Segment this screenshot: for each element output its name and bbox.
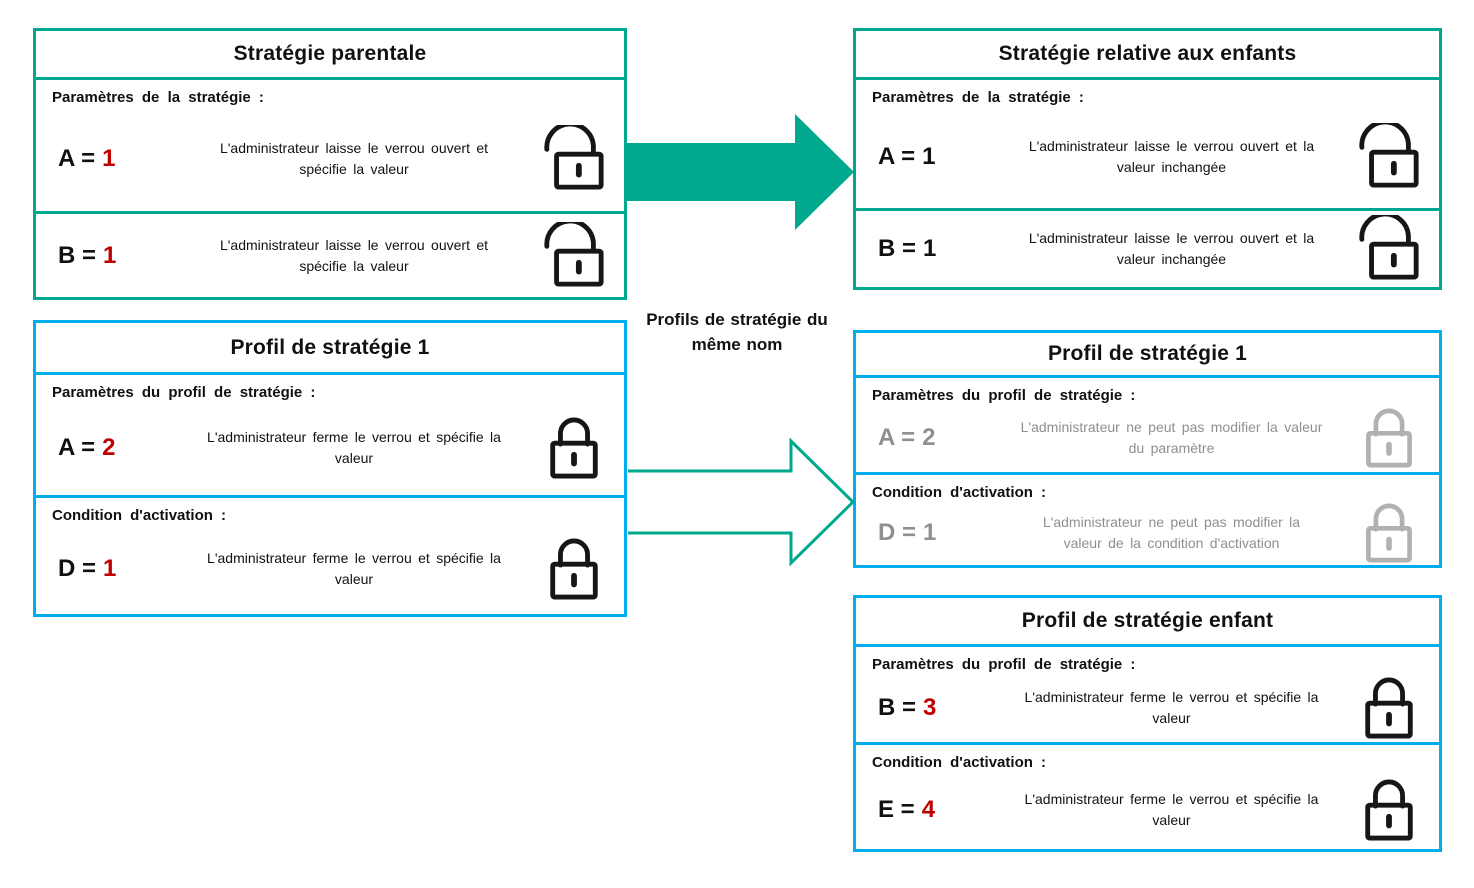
setting-row-a: A =2 L'administrateur ferme le verrou et… — [36, 401, 624, 495]
open-lock-icon — [532, 221, 616, 290]
param-number: 2 — [102, 434, 116, 461]
section-label: Paramètres du profil de stratégie : — [52, 384, 316, 401]
policy-profile1-box: Profil de stratégie 1 Paramètres du prof… — [33, 320, 627, 617]
open-lock-icon — [1347, 215, 1431, 283]
setting-row-a: A =1 L'administrateur laisse le verrou o… — [36, 106, 624, 211]
param-number: 4 — [921, 796, 936, 823]
param-number: 3 — [923, 693, 937, 721]
profile-inheritance-arrow — [628, 438, 856, 566]
param-value: A =1 — [878, 143, 936, 170]
child-policy-profile1-title: Profil de stratégie 1 — [856, 333, 1439, 378]
open-lock-icon — [532, 124, 616, 193]
open-lock-icon — [1347, 123, 1431, 191]
same-name-profiles-label: Profils de stratégie du même nom — [646, 310, 828, 354]
activation-condition-section: Condition d'activation : D =1 L'administ… — [856, 472, 1439, 565]
closed-lock-icon — [532, 536, 616, 602]
child-policy-profile-box: Profil de stratégie enfant Paramètres du… — [853, 595, 1442, 852]
policy-setting-b-section: B =1 L'administrateur laisse le verrou o… — [36, 211, 624, 297]
param-value: A =2 — [878, 424, 936, 451]
activation-condition-section: Condition d'activation : E =4 L'administ… — [856, 742, 1439, 849]
row-description: L'administrateur laisse le verrou ouvert… — [219, 236, 489, 274]
policy-profile1-title: Profil de stratégie 1 — [36, 323, 624, 375]
setting-row-b: B =1 L'administrateur laisse le verrou o… — [856, 211, 1439, 287]
section-label: Condition d'activation : — [872, 754, 1047, 771]
row-description: L'administrateur ferme le verrou et spéc… — [1024, 688, 1319, 726]
parent-policy-title: Stratégie parentale — [36, 31, 624, 80]
section-label: Paramètres du profil de stratégie : — [872, 656, 1136, 673]
section-label: Condition d'activation : — [872, 484, 1047, 501]
param-number: 1 — [923, 519, 937, 546]
param-value: A =2 — [58, 434, 116, 461]
param-value: B =1 — [878, 235, 937, 262]
param-value: A =1 — [58, 144, 116, 172]
child-policy-profile1-box: Profil de stratégie 1 Paramètres du prof… — [853, 330, 1442, 568]
row-description: L'administrateur ferme le verrou et spéc… — [207, 550, 501, 587]
param-value: D =1 — [58, 555, 117, 582]
param-value: B =3 — [878, 693, 937, 721]
policy-settings-section: Paramètres de la stratégie : A =1 L'admi… — [36, 80, 624, 211]
child-policy-profile-title: Profil de stratégie enfant — [856, 598, 1439, 647]
closed-lock-icon — [1347, 406, 1431, 470]
row-description: L'administrateur ne peut pas modifier la… — [1020, 419, 1323, 456]
param-number: 1 — [103, 555, 117, 582]
setting-row-b: B =3 L'administrateur ferme le verrou et… — [856, 673, 1439, 742]
row-description: L'administrateur ferme le verrou et spéc… — [1024, 791, 1319, 828]
section-label: Paramètres du profil de stratégie : — [872, 387, 1136, 404]
row-description: L'administrateur laisse le verrou ouvert… — [1028, 138, 1315, 175]
profile-settings-section: Paramètres du profil de stratégie : A =2… — [856, 378, 1439, 472]
section-label: Condition d'activation : — [52, 507, 227, 524]
row-description: L'administrateur ne peut pas modifier la… — [1042, 514, 1301, 551]
row-description: L'administrateur ferme le verrou et spéc… — [207, 429, 501, 466]
param-value: D =1 — [878, 519, 937, 546]
row-description: L'administrateur laisse le verrou ouvert… — [219, 139, 489, 177]
param-number: 1 — [103, 241, 117, 269]
child-policy-title: Stratégie relative aux enfants — [856, 31, 1439, 80]
activation-condition-section: Condition d'activation : D =1 L'administ… — [36, 495, 624, 614]
profile-settings-section: Paramètres du profil de stratégie : B =3… — [856, 647, 1439, 742]
setting-row-d: D =1 L'administrateur ferme le verrou et… — [36, 524, 624, 614]
param-value: E =4 — [878, 796, 936, 823]
closed-lock-icon — [1347, 501, 1431, 565]
param-number: 1 — [922, 143, 936, 170]
section-label: Paramètres de la stratégie : — [872, 89, 1084, 106]
closed-lock-icon — [1347, 777, 1431, 843]
setting-row-a: A =2 L'administrateur ne peut pas modifi… — [856, 404, 1439, 472]
setting-row-b: B =1 L'administrateur laisse le verrou o… — [36, 214, 624, 297]
row-description: L'administrateur laisse le verrou ouvert… — [1028, 230, 1315, 267]
section-label: Paramètres de la stratégie : — [52, 89, 264, 106]
parent-policy-box: Stratégie parentale Paramètres de la str… — [33, 28, 627, 300]
policy-setting-b-section: B =1 L'administrateur laisse le verrou o… — [856, 208, 1439, 287]
setting-row-e: E =4 L'administrateur ferme le verrou et… — [856, 771, 1439, 849]
child-policy-box: Stratégie relative aux enfants Paramètre… — [853, 28, 1442, 290]
setting-row-a: A =1 L'administrateur laisse le verrou o… — [856, 106, 1439, 208]
policy-inheritance-arrow — [627, 114, 854, 230]
param-value: B =1 — [58, 241, 117, 269]
closed-lock-icon — [532, 415, 616, 481]
param-number: 1 — [923, 235, 937, 262]
param-number: 1 — [102, 144, 116, 172]
profile-settings-section: Paramètres du profil de stratégie : A =2… — [36, 375, 624, 495]
closed-lock-icon — [1347, 675, 1431, 741]
policy-settings-section: Paramètres de la stratégie : A =1 L'admi… — [856, 80, 1439, 208]
setting-row-d: D =1 L'administrateur ne peut pas modifi… — [856, 501, 1439, 565]
param-number: 2 — [922, 424, 936, 451]
